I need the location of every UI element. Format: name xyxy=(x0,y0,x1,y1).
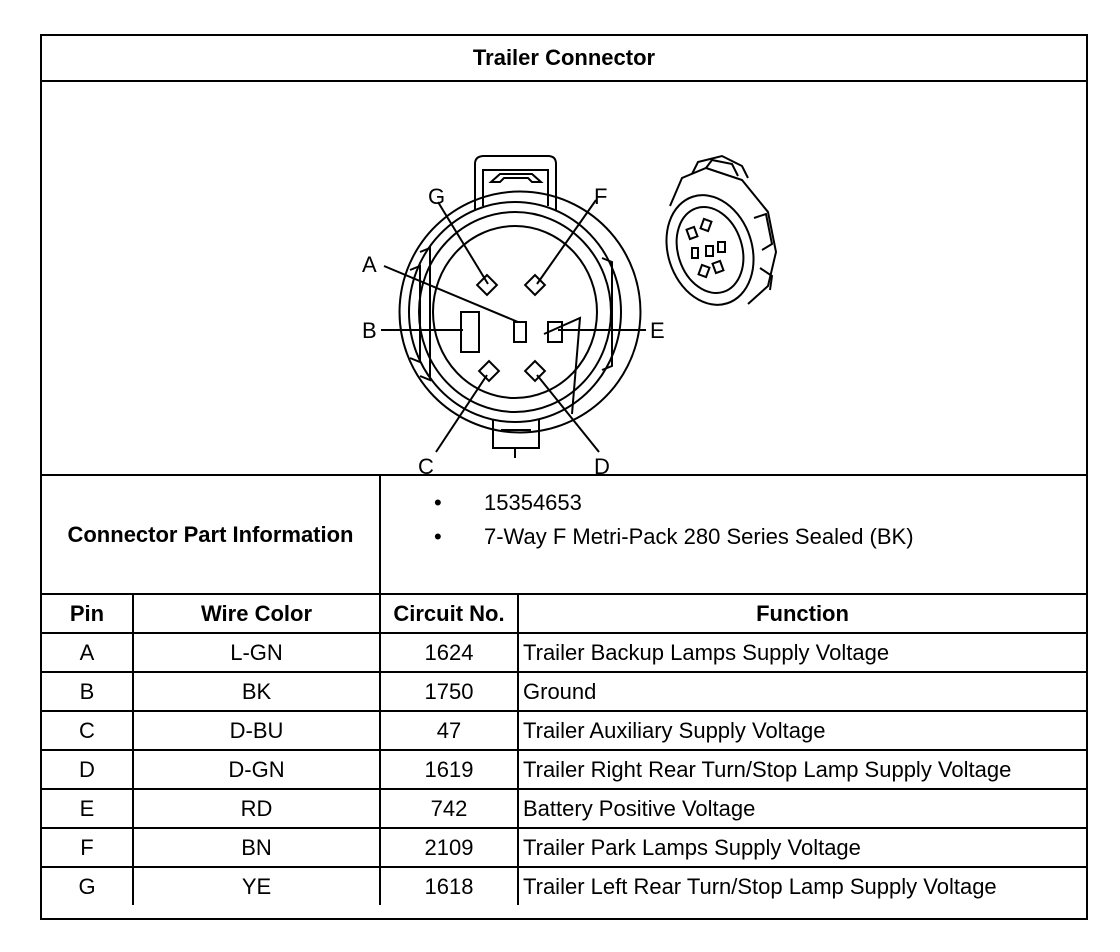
cell-circuit: 47 xyxy=(379,710,519,751)
table-row: F BN 2109 Trailer Park Lamps Supply Volt… xyxy=(42,827,1086,868)
cell-circuit: 1624 xyxy=(379,632,519,673)
cell-wire-color: D-GN xyxy=(132,749,381,790)
cell-pin: F xyxy=(42,827,134,868)
connector-part-information: Connector Part Information • 15354653 • … xyxy=(42,474,1086,595)
part-info-item: • 7-Way F Metri-Pack 280 Series Sealed (… xyxy=(434,520,914,554)
table-row: A L-GN 1624 Trailer Backup Lamps Supply … xyxy=(42,632,1086,673)
part-description: 7-Way F Metri-Pack 280 Series Sealed (BK… xyxy=(484,524,914,549)
header-pin: Pin xyxy=(42,593,134,634)
cell-function: Ground xyxy=(517,671,1086,712)
pin-letter-g: G xyxy=(428,184,445,209)
table-row: G YE 1618 Trailer Left Rear Turn/Stop La… xyxy=(42,866,1086,905)
table-row: E RD 742 Battery Positive Voltage xyxy=(42,788,1086,829)
terminal-cavities xyxy=(460,273,563,383)
cell-wire-color: YE xyxy=(132,866,381,905)
connector-sheet: Trailer Connector xyxy=(40,34,1088,920)
connector-shell xyxy=(398,155,642,458)
cell-function: Trailer Left Rear Turn/Stop Lamp Supply … xyxy=(517,866,1086,905)
pin-letter-c: C xyxy=(418,454,434,474)
part-info-item: • 15354653 xyxy=(434,486,914,520)
cell-pin: E xyxy=(42,788,134,829)
pin-letter-e: E xyxy=(650,318,665,343)
pin-letters: G F A B E C D xyxy=(362,184,665,474)
cell-function: Trailer Backup Lamps Supply Voltage xyxy=(517,632,1086,673)
cell-function: Battery Positive Voltage xyxy=(517,788,1086,829)
cell-pin: A xyxy=(42,632,134,673)
cell-pin: G xyxy=(42,866,134,905)
cell-circuit: 1618 xyxy=(379,866,519,905)
connector-drawing: G F A B E C D xyxy=(42,82,1086,474)
header-circuit-no: Circuit No. xyxy=(379,593,519,634)
pin-letter-f: F xyxy=(594,184,607,209)
cell-circuit: 2109 xyxy=(379,827,519,868)
cell-wire-color: D-BU xyxy=(132,710,381,751)
cell-wire-color: RD xyxy=(132,788,381,829)
table-row: D D-GN 1619 Trailer Right Rear Turn/Stop… xyxy=(42,749,1086,790)
bullet-icon: • xyxy=(434,524,442,549)
cell-pin: C xyxy=(42,710,134,751)
cell-function: Trailer Auxiliary Supply Voltage xyxy=(517,710,1086,751)
pin-letter-d: D xyxy=(594,454,610,474)
cell-function: Trailer Right Rear Turn/Stop Lamp Supply… xyxy=(517,749,1086,790)
part-info-label: Connector Part Information xyxy=(42,476,381,593)
header-function: Function xyxy=(517,593,1086,634)
part-info-list: • 15354653 • 7-Way F Metri-Pack 280 Seri… xyxy=(434,486,914,554)
table-row: C D-BU 47 Trailer Auxiliary Supply Volta… xyxy=(42,710,1086,751)
cell-pin: D xyxy=(42,749,134,790)
connector-face-diagram: G F A B E C D xyxy=(362,154,778,474)
cell-wire-color: BN xyxy=(132,827,381,868)
pin-table: Pin Wire Color Circuit No. Function A L-… xyxy=(42,593,1086,905)
part-number: 15354653 xyxy=(484,490,582,515)
pin-leader-lines xyxy=(381,199,646,453)
bullet-icon: • xyxy=(434,490,442,515)
cell-pin: B xyxy=(42,671,134,712)
page-title: Trailer Connector xyxy=(42,36,1086,82)
pin-letter-a: A xyxy=(362,252,377,277)
pin-letter-b: B xyxy=(362,318,377,343)
cell-wire-color: L-GN xyxy=(132,632,381,673)
cell-circuit: 742 xyxy=(379,788,519,829)
cell-wire-color: BK xyxy=(132,671,381,712)
cell-circuit: 1750 xyxy=(379,671,519,712)
cell-function: Trailer Park Lamps Supply Voltage xyxy=(517,827,1086,868)
table-row: B BK 1750 Ground xyxy=(42,671,1086,712)
header-wire-color: Wire Color xyxy=(132,593,381,634)
connector-isometric-view xyxy=(665,154,778,306)
cell-circuit: 1619 xyxy=(379,749,519,790)
table-header-row: Pin Wire Color Circuit No. Function xyxy=(42,593,1086,634)
